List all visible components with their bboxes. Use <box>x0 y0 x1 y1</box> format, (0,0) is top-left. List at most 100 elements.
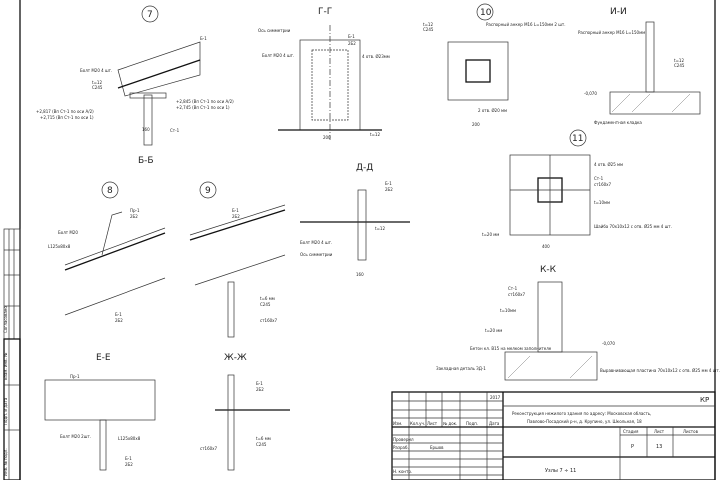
note: Распорный анкер М16 L=150мм 2 шт. <box>486 22 565 27</box>
col-header: Лист <box>427 421 438 426</box>
note: ст160х7 <box>508 292 526 297</box>
note: С245 <box>92 85 103 90</box>
view-label: Б-Б <box>138 156 154 166</box>
note: Фундаментная кладка <box>594 120 642 125</box>
note: Бетон кл. В15 на мелком заполнителе <box>470 346 552 351</box>
note: ст160х7 <box>200 446 218 451</box>
section-gg: Г-Г Ось симметрии Болт М20 4 шт. Б-1 2Б2… <box>258 7 390 140</box>
note: Болт М20 4 шт. <box>300 240 332 245</box>
note: t=12 <box>92 80 102 85</box>
note: Пр-1 <box>130 208 140 213</box>
note: Б-1 <box>200 36 207 41</box>
note: Ст-1 <box>508 286 518 291</box>
note: 2 отв. Ø20 мм <box>478 108 507 113</box>
note: С245 <box>260 302 271 307</box>
note: 2Б2 <box>130 214 138 219</box>
section-zhzh: Ж-Ж Б-1 2Б2 t=6 мм С245 ст160х7 <box>200 353 290 471</box>
col-header: Дата <box>489 421 500 426</box>
stage-value: Р <box>631 444 634 450</box>
section-kk: К-К Ст-1 ст160х7 t=10мм t=20 мм Бетон кл… <box>436 265 720 381</box>
note: Закладная деталь ЗД-1 <box>436 366 486 371</box>
section-dd: Д-Д Б-1 2Б2 Болт М20 4 шт. Ось симметрии… <box>300 163 410 277</box>
note: ст160х7 <box>594 182 612 187</box>
dimension: 400 <box>542 244 550 249</box>
view-label: И-И <box>610 7 627 17</box>
note: t=10мм <box>500 308 516 313</box>
note: Выравнивающая пластина 70х10х12 с отв. Ø… <box>600 368 720 373</box>
sheet-value: 13 <box>656 444 662 450</box>
note: t=20 мм <box>485 328 502 333</box>
note: Б-1 <box>385 181 392 186</box>
drawing-title: Узлы 7 ÷ 11 <box>545 468 576 474</box>
note: 2Б2 <box>125 462 133 467</box>
detail-8: 8 Пр-1 2Б2 Болт М20 L125х80х8 Б-1 2Б2 <box>48 181 166 323</box>
stamp-inv-orig: Инв. № подл. <box>3 448 8 476</box>
note: Пр-1 <box>70 374 80 379</box>
col-header: Изм. <box>393 421 402 426</box>
col-header: Подп. <box>466 421 478 426</box>
note: Болт М20 <box>58 230 78 235</box>
year: 2017 <box>490 395 501 400</box>
note: +2,845 (Вп Ст-1 по оси А/2) <box>176 99 234 104</box>
project-address: Павлово-Посадский р-н, д. Крупино, ул. Ш… <box>527 419 642 424</box>
note: -0,070 <box>602 341 615 346</box>
note: t=10мм <box>594 200 610 205</box>
note: Ось симметрии <box>300 252 333 257</box>
note: +2,715 (Вп Ст-1 по оси 1) <box>40 115 94 120</box>
note: t=12 <box>375 226 385 231</box>
note: С245 <box>423 27 434 32</box>
col-header: Кол.уч. <box>410 421 425 426</box>
view-label: 7 <box>147 10 153 20</box>
note: Болт М20 4 шт. <box>262 53 294 58</box>
note: 2Б2 <box>256 387 264 392</box>
note: +2,745 (Вп Ст-1 по оси 1) <box>176 105 230 110</box>
detail-10: 10 t=12 С245 Распорный анкер М16 L=150мм… <box>423 3 565 127</box>
project-name: Реконструкция нежилого здания по адресу:… <box>512 411 651 416</box>
sheets-header: Листов <box>683 429 699 434</box>
dimension: 200 <box>323 135 331 140</box>
sheet-header: Лист <box>654 429 665 434</box>
note: Б-1 <box>115 312 122 317</box>
note: 4 отв. Ø25 мм <box>594 162 623 167</box>
col-header: № док. <box>443 421 457 426</box>
note: +2,817 (Вп Ст-1 по оси А/2) <box>36 109 94 114</box>
developed-label: Разраб. <box>393 445 409 450</box>
note: t=20 мм <box>482 232 499 237</box>
note: L125х80х8 <box>118 436 141 441</box>
note: L125х80х8 <box>48 244 71 249</box>
view-label: Д-Д <box>356 163 373 173</box>
note: t=12 <box>423 22 433 27</box>
note: 2Б2 <box>348 41 356 46</box>
note: Шайба 70х10х12 с отв. Ø25 мм 4 шт. <box>594 224 672 229</box>
note: С245 <box>674 63 685 68</box>
note: 4 отв. Ø23мм <box>362 54 390 59</box>
detail-7: 7 Б-1 Болт М20 4 шт. t=12 С245 +2,845 (В… <box>36 5 234 146</box>
note: 2Б2 <box>385 187 393 192</box>
view-label: 10 <box>480 8 492 18</box>
note: -0,070 <box>584 91 597 96</box>
note: Ст-1 <box>594 176 604 181</box>
note: Болт М20 4 шт. <box>80 68 112 73</box>
checked-label: Проверил <box>393 437 414 442</box>
view-label: Ж-Ж <box>224 353 247 363</box>
sheet-frame: Согласовано Взам. инв. № Подп. и дата Ин… <box>3 0 716 480</box>
dimension: 200 <box>472 122 480 127</box>
section-ii: И-И Распорный анкер М16 L=150мм t=12 С24… <box>578 7 701 125</box>
view-label: Е-Е <box>96 353 111 363</box>
note: Болт М20 2шт. <box>60 434 91 439</box>
section-ee: Е-Е Пр-1 Болт М20 2шт. L125х80х8 Б-1 2Б2 <box>44 353 156 471</box>
stage-header: Стадия <box>623 429 639 434</box>
note: 2Б2 <box>115 318 123 323</box>
dimension: 160 <box>356 272 364 277</box>
stamp-sign-date: Подп. и дата <box>3 397 8 425</box>
note: Ст-1 <box>170 128 180 133</box>
note: Б-1 <box>256 381 263 386</box>
view-label: 8 <box>107 186 113 196</box>
dimension: 160 <box>142 127 150 132</box>
note: 2Б2 <box>232 214 240 219</box>
note: t=6 мм <box>260 296 275 301</box>
note: Б-1 <box>348 34 355 39</box>
norm-control-label: Н. контр. <box>393 469 412 474</box>
